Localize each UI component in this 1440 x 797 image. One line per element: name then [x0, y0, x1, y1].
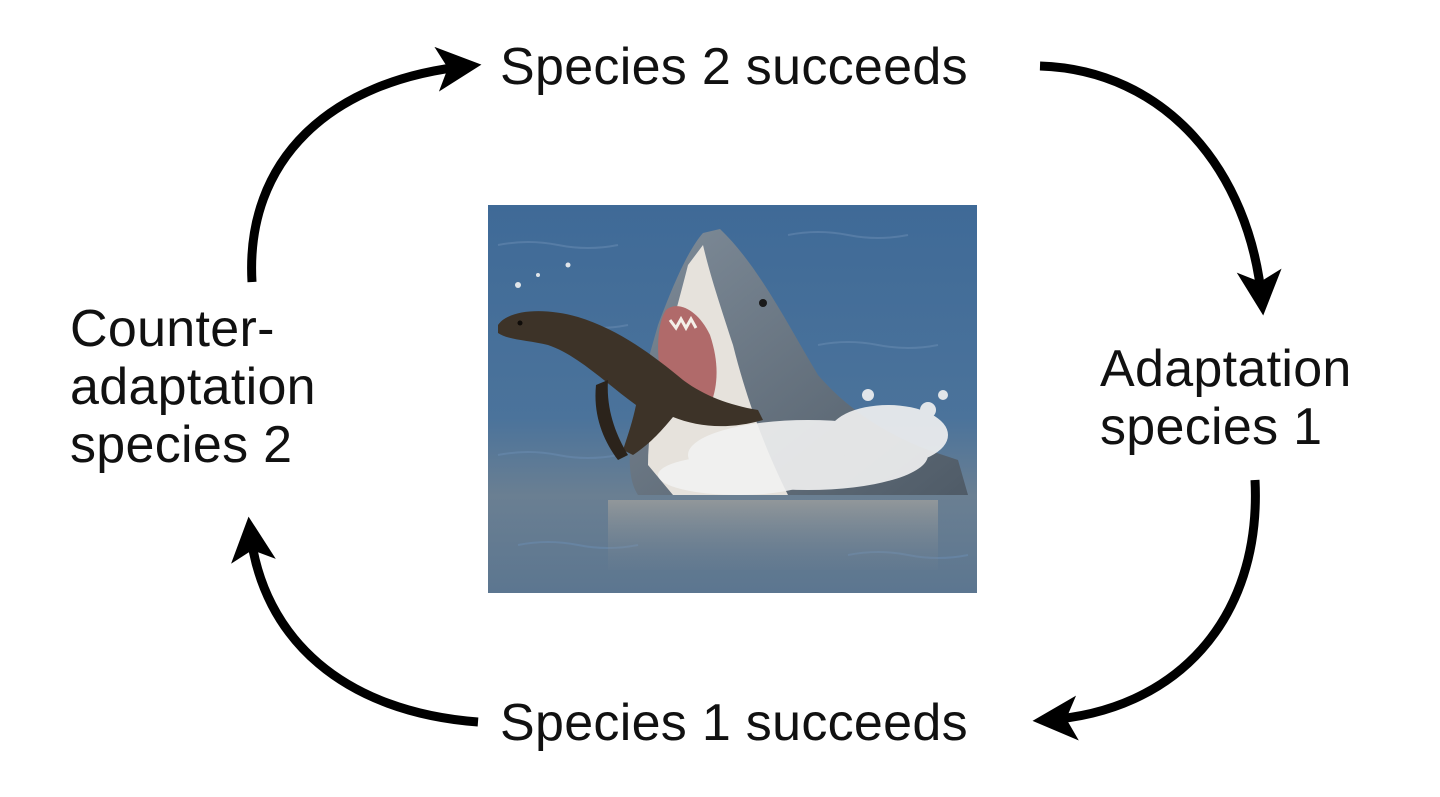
node-species-2-succeeds: Species 2 succeeds [500, 38, 968, 96]
node-species-1-succeeds: Species 1 succeeds [500, 694, 968, 752]
shark-and-seal-photo [488, 205, 977, 593]
node-counter-line-1: Counter- [70, 300, 275, 358]
node-adaptation-line-2: species 1 [1100, 398, 1323, 457]
arrow-top-to-right [1039, 61, 1282, 316]
node-counter-adaptation-species-2: Counter- adaptation species 2 [70, 300, 390, 475]
arrow-right-to-bottom [1032, 479, 1260, 741]
node-counter-line-3: species 2 [70, 416, 293, 475]
node-adaptation-line-1: Adaptation [1100, 340, 1352, 398]
node-counter-line-2: adaptation [70, 358, 316, 417]
node-adaptation-species-1: Adaptation species 1 [1100, 340, 1420, 456]
arrow-bottom-to-left [231, 516, 479, 727]
arrow-left-to-top [247, 46, 482, 283]
